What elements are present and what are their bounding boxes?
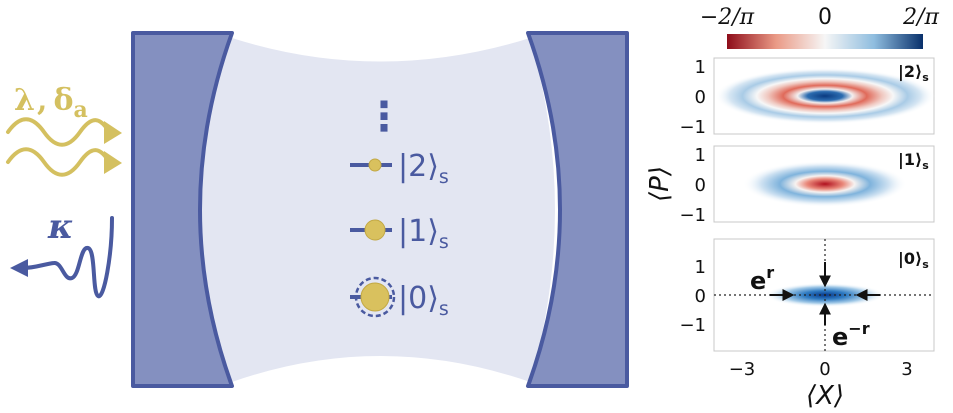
drive-arrowhead-lower: [104, 151, 122, 174]
comma: ,: [37, 83, 47, 118]
panel-label-n: 1: [904, 150, 915, 169]
colorbar: −2/π 0 2/π: [700, 5, 939, 49]
wigner-distribution: [715, 68, 935, 124]
panel-label-n: 0: [904, 249, 915, 268]
colorbar-tick-mid: 0: [818, 5, 832, 30]
wigner-distribution: [743, 161, 907, 207]
panel-label: |2⟩s: [898, 62, 929, 84]
wigner-panel-2: |2⟩s 1 0 −1: [679, 57, 935, 138]
drive-arrowhead-upper: [104, 121, 122, 144]
squeeze-label: e−r: [832, 319, 870, 351]
wigner-panel-0: er e−r |0⟩s 1 0 −1: [679, 238, 935, 352]
ket-number: 1: [408, 214, 427, 249]
cavity: [131, 31, 629, 388]
lambda-symbol: λ: [14, 83, 35, 118]
ytick-top: 1: [695, 57, 706, 78]
level-0: |0⟩s: [350, 276, 449, 320]
cavity-mode-right: [530, 38, 555, 382]
panel-label: |1⟩s: [898, 150, 929, 172]
loss-output: κ: [10, 207, 114, 299]
cavity-mode: [200, 38, 530, 382]
drive-input: λ,δa: [6, 83, 122, 177]
ket-subscript: s: [439, 298, 449, 320]
atom-small: [368, 158, 382, 172]
ket-label-0: |0⟩s: [398, 281, 449, 320]
wigner-panel-1: |1⟩s 1 0 −1: [679, 145, 935, 226]
level-ladder: ⋮ |2⟩s |1⟩s |0⟩s: [350, 94, 449, 320]
squeeze-exponent: −r: [848, 319, 869, 338]
loss-wave: [20, 216, 114, 299]
ket-label-2: |2⟩s: [398, 149, 449, 188]
ytick-top: 1: [695, 257, 706, 278]
xtick-mid: 0: [819, 359, 830, 380]
ytick-bottom: −1: [679, 205, 706, 226]
panel-label-sub: s: [922, 258, 929, 271]
colorbar-gradient: [727, 34, 923, 49]
atom-medium: [364, 219, 386, 241]
xtick-left: −3: [729, 359, 756, 380]
ytick-bottom: −1: [679, 117, 706, 138]
loss-arrowhead: [10, 259, 28, 277]
ellipsis-dots: ⋮: [364, 94, 404, 140]
axes-labels: −3 0 3 ⟨X⟩ ⟨P⟩: [645, 166, 913, 411]
xtick-right: 3: [901, 359, 912, 380]
ytick-mid: 0: [695, 87, 706, 108]
ket-subscript: s: [439, 231, 449, 253]
x-axis-label: ⟨X⟩: [806, 381, 844, 411]
left-mirror: [131, 31, 234, 388]
drive-wave-upper: [6, 117, 110, 147]
atom-large: [360, 282, 390, 312]
antisqueeze-exponent: r: [766, 263, 774, 282]
squeeze-base: e: [832, 323, 848, 351]
ket-number: 2: [408, 149, 427, 184]
level-2: |2⟩s: [350, 149, 449, 188]
delta-symbol: δ: [54, 83, 74, 118]
ket-number: 0: [408, 281, 427, 316]
ytick-bottom: −1: [679, 315, 706, 336]
delta-subscript: a: [74, 97, 88, 123]
right-mirror: [526, 31, 629, 388]
ytick-mid: 0: [695, 175, 706, 196]
atom-dashed-ring: [354, 276, 396, 318]
ytick-mid: 0: [695, 286, 706, 307]
y-axis-label: ⟨P⟩: [645, 166, 675, 202]
colorbar-tick-right: 2/π: [902, 5, 939, 30]
panel-label-n: 2: [904, 62, 915, 81]
drive-label: λ,δa: [14, 83, 88, 123]
colorbar-tick-left: −2/π: [700, 5, 755, 30]
panel-label-sub: s: [922, 159, 929, 172]
drive-wave-lower: [6, 147, 110, 177]
antisqueeze-base: e: [750, 267, 766, 295]
antisqueeze-label: er: [750, 263, 774, 295]
ket-subscript: s: [439, 166, 449, 188]
panel-label-sub: s: [922, 71, 929, 84]
panel-label: |0⟩s: [898, 249, 929, 271]
ytick-top: 1: [695, 145, 706, 166]
kappa-symbol: κ: [47, 207, 73, 247]
